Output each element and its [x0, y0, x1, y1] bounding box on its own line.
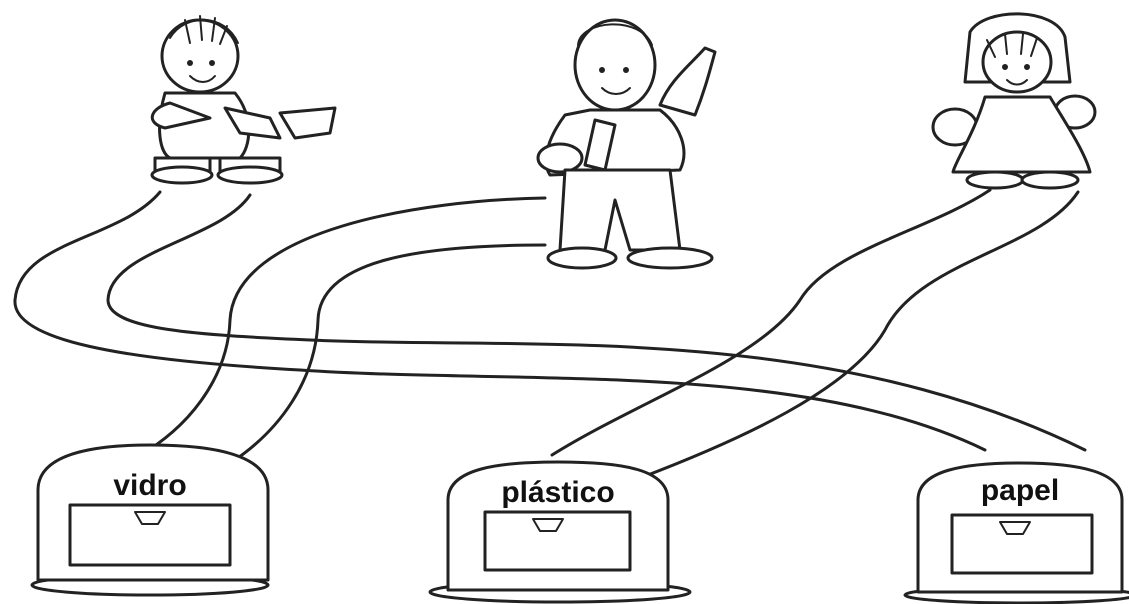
bin-papel: papel — [905, 463, 1129, 603]
maze-path-line — [232, 245, 545, 462]
bin-label-vidro: vidro — [113, 469, 186, 502]
bin-vidro: vidro — [32, 445, 268, 595]
bin-label-papel: papel — [981, 474, 1059, 507]
bin-plastico: plástico — [430, 462, 690, 602]
maze-path-line — [15, 192, 985, 450]
child-with-paper-icon — [152, 16, 335, 183]
boy-with-bottles-icon — [538, 20, 715, 268]
maze-path-line — [140, 198, 545, 455]
maze-paths — [15, 190, 1085, 478]
girl-with-cans-icon — [933, 14, 1095, 188]
bin-label-plastico: plástico — [501, 476, 614, 509]
maze-path-line — [552, 190, 990, 455]
maze-path-line — [640, 192, 1078, 478]
